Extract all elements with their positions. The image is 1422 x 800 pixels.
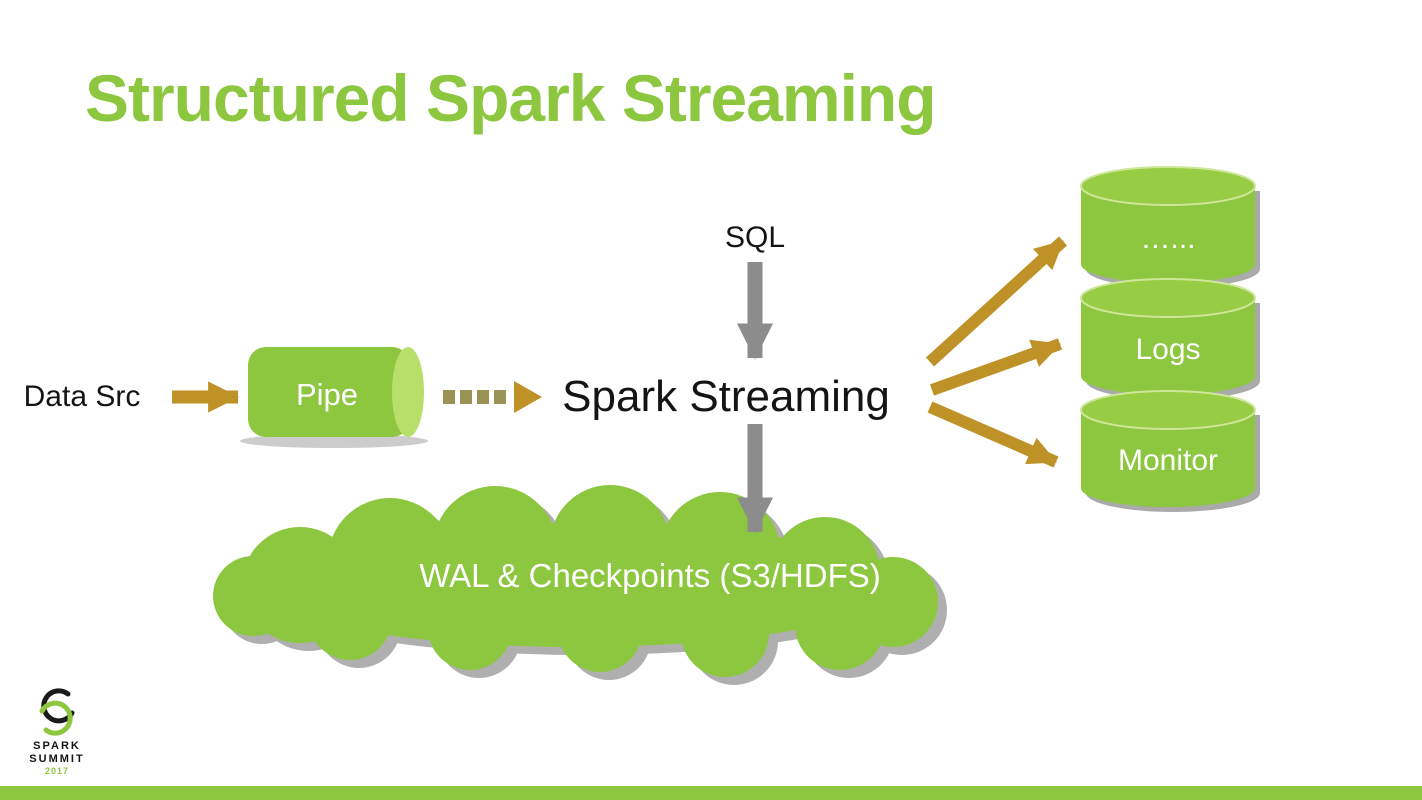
sink-cylinder-2 (1080, 278, 1260, 400)
sink-label-dots: …... (1140, 222, 1196, 255)
spark-summit-logo-icon (39, 688, 75, 736)
page-title: Structured Spark Streaming (85, 61, 937, 135)
sql-label: SQL (724, 221, 786, 254)
sink-label-logs: Logs (1135, 333, 1201, 366)
wal-cloud-label: WAL & Checkpoints (S3/HDFS) (419, 557, 881, 594)
sink-cylinder-3 (1080, 390, 1260, 512)
logo-year: 2017 (44, 766, 70, 777)
logo-text-line1: SPARK (33, 740, 81, 752)
arrow-spark-to-sink-2-icon (929, 338, 1063, 396)
pipe-label: Pipe (295, 377, 359, 412)
sink-cylinder-1 (1080, 166, 1260, 288)
arrow-spark-to-sink-3-icon (927, 401, 1059, 468)
data-src-label: Data Src (23, 380, 141, 413)
sink-label-monitor: Monitor (1117, 444, 1219, 477)
arrow-spark-to-sink-1-icon (925, 236, 1068, 367)
footer-bar (0, 786, 1422, 800)
spark-summit-logo: SPARK SUMMIT 2017 (16, 686, 98, 776)
wal-cloud (213, 485, 938, 677)
logo-text-line2: SUMMIT (29, 752, 85, 765)
pipe-opening (392, 347, 424, 437)
arrow-pipe-to-spark-icon (443, 381, 542, 413)
pipe-shadow (240, 434, 428, 448)
spark-streaming-label: Spark Streaming (562, 372, 890, 421)
logo-swirl-green (39, 700, 73, 736)
pipe-cylinder (248, 347, 424, 437)
